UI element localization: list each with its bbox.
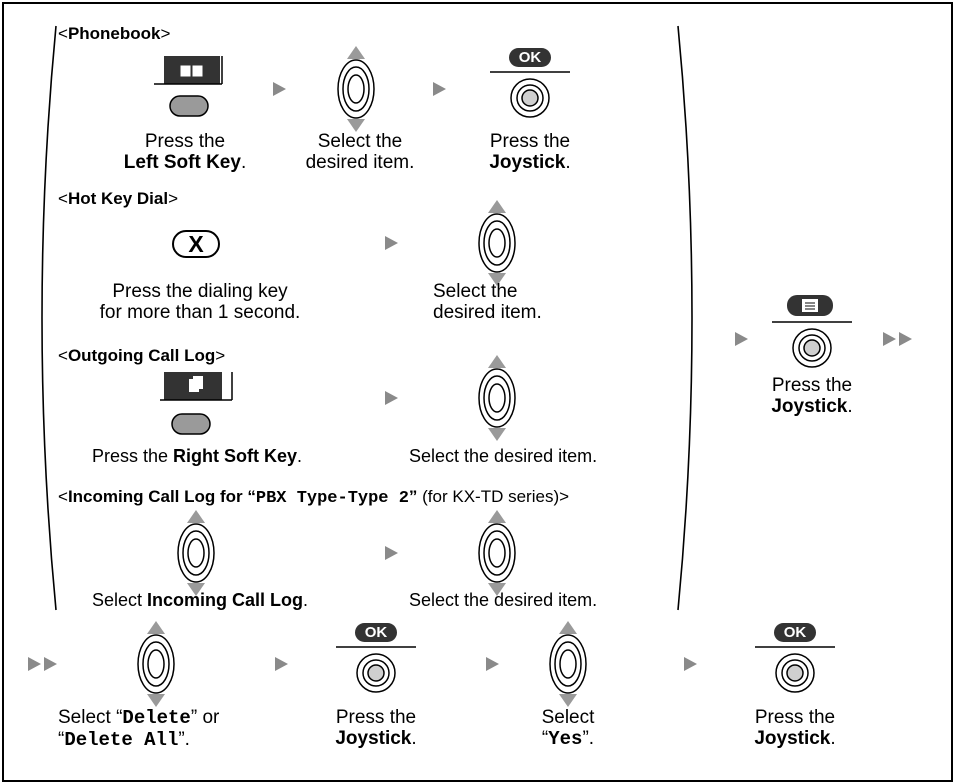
outgoing-step2-text: Select the desired item. bbox=[409, 446, 598, 466]
hot-key-step2-text: Select the desired item. bbox=[433, 281, 542, 323]
menu-key-icon bbox=[787, 295, 833, 316]
arrow-right-icon bbox=[273, 82, 286, 96]
arrow-right-icon bbox=[385, 546, 398, 560]
dialing-key-icon: X bbox=[172, 230, 220, 258]
ok-button: OK bbox=[355, 623, 397, 642]
joystick-updown-icon bbox=[337, 46, 375, 132]
outgoing-call-log-header: <Outgoing Call Log> bbox=[58, 346, 226, 365]
arrow-right-icon bbox=[275, 657, 288, 671]
joystick-press-icon bbox=[336, 646, 416, 693]
hot-key-dial-header: <Hot Key Dial> bbox=[58, 189, 179, 208]
phonebook-step1-text: Press the Left Soft Key. bbox=[123, 131, 247, 173]
incoming-step1-text: Select Incoming Call Log. bbox=[92, 590, 309, 610]
arrow-right-icon bbox=[735, 332, 748, 346]
joystick-updown-icon bbox=[478, 510, 516, 596]
bottom-step1-text: Select “Delete” or “Delete All”. bbox=[58, 707, 220, 751]
arrow-right-icon bbox=[486, 657, 499, 671]
phonebook-step2-text: Select the desired item. bbox=[305, 131, 415, 173]
left-soft-key-icon bbox=[154, 56, 223, 117]
phonebook-step3-text: Press the Joystick. bbox=[489, 131, 571, 173]
arrow-right-icon bbox=[385, 391, 398, 405]
right-soft-key-icon bbox=[160, 372, 233, 435]
joystick-press-icon bbox=[755, 646, 835, 693]
joystick-press-icon bbox=[772, 321, 852, 368]
joystick-updown-icon bbox=[549, 621, 587, 707]
right-step-text: Press the Joystick. bbox=[771, 375, 853, 417]
double-arrow-right-icon bbox=[883, 332, 912, 346]
ok-button: OK bbox=[774, 623, 816, 642]
joystick-updown-icon bbox=[478, 200, 516, 286]
joystick-updown-icon bbox=[478, 355, 516, 441]
bottom-step4-text: Press the Joystick. bbox=[754, 707, 836, 749]
joystick-updown-icon bbox=[177, 510, 215, 596]
incoming-call-log-header: <Incoming Call Log for “PBX Type-Type 2”… bbox=[58, 487, 570, 508]
bottom-step2-text: Press the Joystick. bbox=[335, 707, 417, 749]
joystick-press-icon bbox=[490, 71, 570, 118]
double-arrow-right-icon bbox=[28, 657, 57, 671]
outgoing-step1-text: Press the Right Soft Key. bbox=[92, 446, 303, 466]
joystick-updown-icon bbox=[137, 621, 175, 707]
bottom-step3-text: Select “Yes”. bbox=[541, 707, 595, 750]
hot-key-step1-text: Press the dialing key for more than 1 se… bbox=[99, 281, 301, 323]
phonebook-header: <Phonebook> bbox=[58, 24, 171, 43]
arrow-right-icon bbox=[433, 82, 446, 96]
ok-button: OK bbox=[509, 48, 551, 67]
incoming-step2-text: Select the desired item. bbox=[409, 590, 598, 610]
arrow-right-icon bbox=[684, 657, 697, 671]
arrow-right-icon bbox=[385, 236, 398, 250]
